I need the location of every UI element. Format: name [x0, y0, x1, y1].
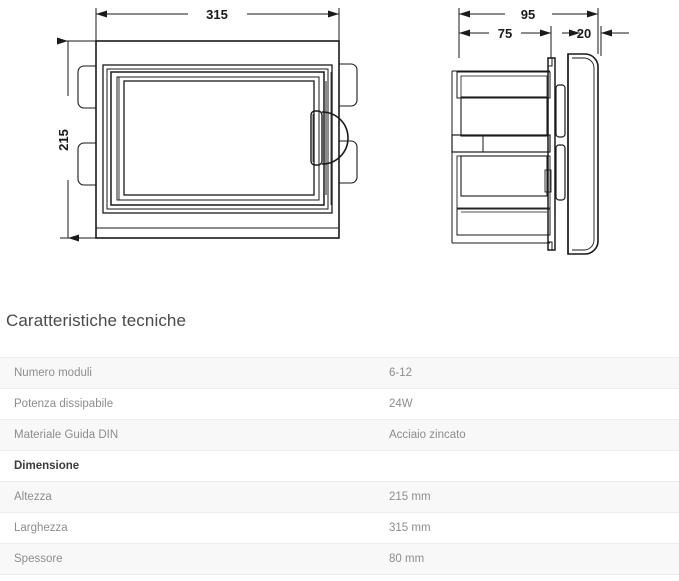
- specifications-table-body: Numero moduli 6-12 Potenza dissipabile 2…: [0, 357, 679, 575]
- spec-label: Spessore: [0, 543, 389, 575]
- table-row: Larghezza 315 mm: [0, 512, 679, 544]
- spec-value: 24W: [389, 388, 679, 420]
- spec-value: 315 mm: [389, 512, 679, 544]
- spec-label: Potenza dissipabile: [0, 388, 389, 420]
- table-row: Potenza dissipabile 24W: [0, 388, 679, 420]
- spec-label: Larghezza: [0, 512, 389, 544]
- spec-group-label: Dimensione: [0, 450, 389, 482]
- spec-value: 6-12: [389, 357, 679, 389]
- dimension-label-75: 75: [498, 26, 512, 41]
- table-row-group-header: Dimensione: [0, 450, 679, 482]
- dimension-75: [458, 26, 552, 58]
- table-row: Altezza 215 mm: [0, 481, 679, 513]
- spec-value: Acciaio zincato: [389, 419, 679, 451]
- spec-value: 215 mm: [389, 481, 679, 513]
- technical-drawing: 315 215 95 75 20: [0, 0, 679, 268]
- spec-value: 80 mm: [389, 543, 679, 575]
- spec-group-value: [389, 450, 679, 482]
- table-row: Spessore 80 mm: [0, 543, 679, 575]
- dimension-215: [57, 37, 100, 242]
- section-title: Caratteristiche tecniche: [6, 311, 187, 330]
- table-row: Numero moduli 6-12: [0, 357, 679, 389]
- specifications-table: Numero moduli 6-12 Potenza dissipabile 2…: [0, 357, 679, 575]
- spec-label: Materiale Guida DIN: [0, 419, 389, 451]
- spec-label: Altezza: [0, 481, 389, 513]
- table-row: Materiale Guida DIN Acciaio zincato: [0, 419, 679, 451]
- dimension-label-215: 215: [56, 129, 71, 151]
- front-view-geometry: [77, 40, 358, 239]
- dimension-label-315: 315: [206, 7, 228, 22]
- dimension-315: [95, 8, 340, 44]
- dimension-label-20: 20: [577, 26, 591, 41]
- spec-label: Numero moduli: [0, 357, 389, 389]
- side-view-geometry: [451, 53, 599, 255]
- dimension-label-95: 95: [521, 7, 535, 22]
- dimension-20: [562, 26, 629, 56]
